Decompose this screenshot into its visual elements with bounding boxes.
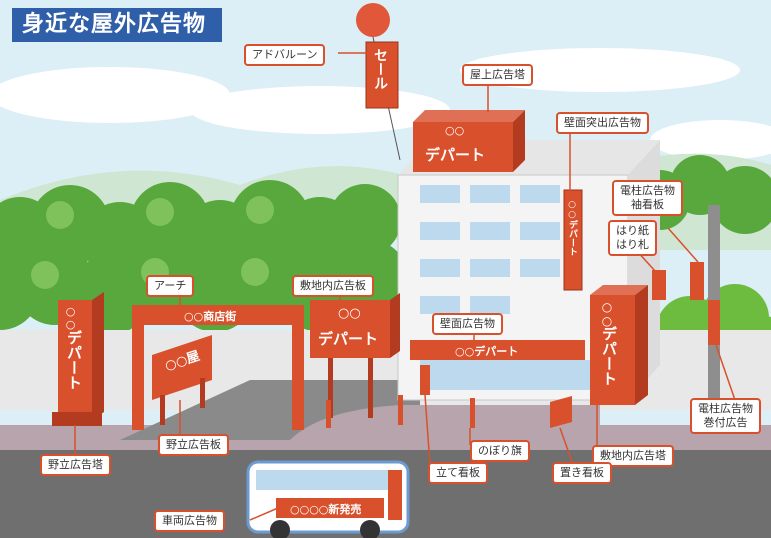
label-pole-wrap-line2: 巻付広告 (703, 416, 748, 429)
page-title: 身近な屋外広告物 (12, 8, 222, 42)
roof-name: デパート (425, 146, 486, 164)
projecting-text: ○○デパート (567, 200, 577, 256)
bus (246, 460, 410, 538)
label-vehicle: 車両広告物 (154, 510, 225, 532)
label-rooftop: 屋上広告塔 (462, 64, 533, 86)
tower-marks: ○○ (64, 305, 77, 331)
label-wall-ad: 壁面広告物 (432, 313, 503, 335)
bus-ad-text: ○○○○新発売 (290, 503, 362, 516)
premises-marks: ○○ (338, 306, 361, 321)
balloon (356, 3, 390, 37)
arch (132, 305, 304, 430)
balloon-text: セール (372, 48, 388, 90)
label-written-sign: 置き看板 (552, 462, 612, 484)
label-pole-sleeve-line2: 袖看板 (631, 198, 664, 211)
rooftop-sign (413, 110, 525, 172)
field-board (152, 335, 212, 425)
field-tower (52, 292, 104, 426)
label-pole-wrap: 電柱広告物巻付広告 (690, 398, 761, 434)
tree-highlights (31, 196, 274, 289)
label-banner-flag: のぼり旗 (470, 440, 530, 462)
label-poster-line1: はり紙 (616, 224, 649, 237)
label-field-tower: 野立広告塔 (40, 454, 111, 476)
label-poster-line2: はり札 (616, 238, 649, 251)
poster-sign (652, 270, 666, 300)
wall-ad-text: ○○デパート (455, 345, 519, 358)
label-adballoon: アドバルーン (244, 44, 326, 66)
label-premises-board: 敷地内広告板 (292, 275, 374, 297)
label-pole-wrap-line1: 電柱広告物 (698, 402, 753, 415)
tower-name: デパート (65, 330, 83, 390)
label-pole-sleeve: 電柱広告物袖看板 (612, 180, 683, 216)
label-poster: はり紙はり札 (608, 220, 657, 256)
right-tower-marks: ○○ (600, 300, 614, 328)
pole-wrap-sign (708, 300, 720, 345)
projecting-sign (563, 189, 583, 291)
right-tower-name: デパート (600, 326, 618, 386)
label-pole-sleeve-line1: 電柱広告物 (620, 184, 675, 197)
premises-board (310, 293, 400, 418)
written-sign (550, 396, 572, 428)
label-field-board: 野立広告板 (158, 434, 229, 456)
label-standing-sign: 立て看板 (428, 462, 488, 484)
roof-marks: ○○ (445, 124, 465, 137)
wall-ad (410, 340, 585, 360)
windows (420, 185, 610, 390)
label-wall-projecting-text: 壁面突出広告物 (564, 116, 641, 129)
label-wall-projecting: 壁面突出広告物 (556, 112, 649, 134)
label-premises-tower: 敷地内広告塔 (592, 445, 674, 467)
balloon-banner (365, 41, 399, 109)
label-arch: アーチ (146, 275, 195, 297)
premises-name: デパート (318, 330, 379, 348)
premises-tower (590, 285, 648, 405)
pole-sleeve-sign (690, 262, 704, 300)
standing-sign (420, 365, 430, 395)
plaza-edge (290, 405, 600, 440)
arch-text: ○○商店街 (184, 310, 237, 323)
banner-flags (326, 395, 475, 428)
